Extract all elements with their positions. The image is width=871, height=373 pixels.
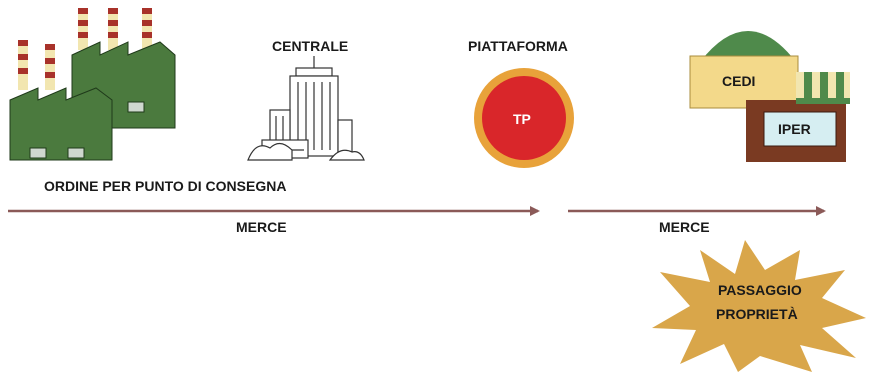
passaggio-label-line1: PASSAGGIO — [718, 282, 802, 298]
tp-label: TP — [513, 111, 531, 127]
starburst-icon — [652, 240, 866, 372]
merce-left-label: MERCE — [236, 219, 287, 235]
centrale-label: CENTRALE — [272, 38, 349, 54]
ordine-label: ORDINE PER PUNTO DI CONSEGNA — [44, 178, 287, 194]
passaggio-label-line2: PROPRIETÀ — [716, 306, 798, 322]
iper-label: IPER — [778, 121, 811, 137]
office-building-icon — [247, 56, 365, 161]
platform-circle-icon — [474, 68, 574, 168]
store-icon — [746, 72, 850, 162]
cedi-label: CEDI — [722, 73, 756, 89]
merce-right-label: MERCE — [659, 219, 710, 235]
piattaforma-label: PIATTAFORMA — [468, 38, 568, 54]
factory-icon — [9, 8, 176, 161]
warehouse-icon — [689, 31, 799, 109]
